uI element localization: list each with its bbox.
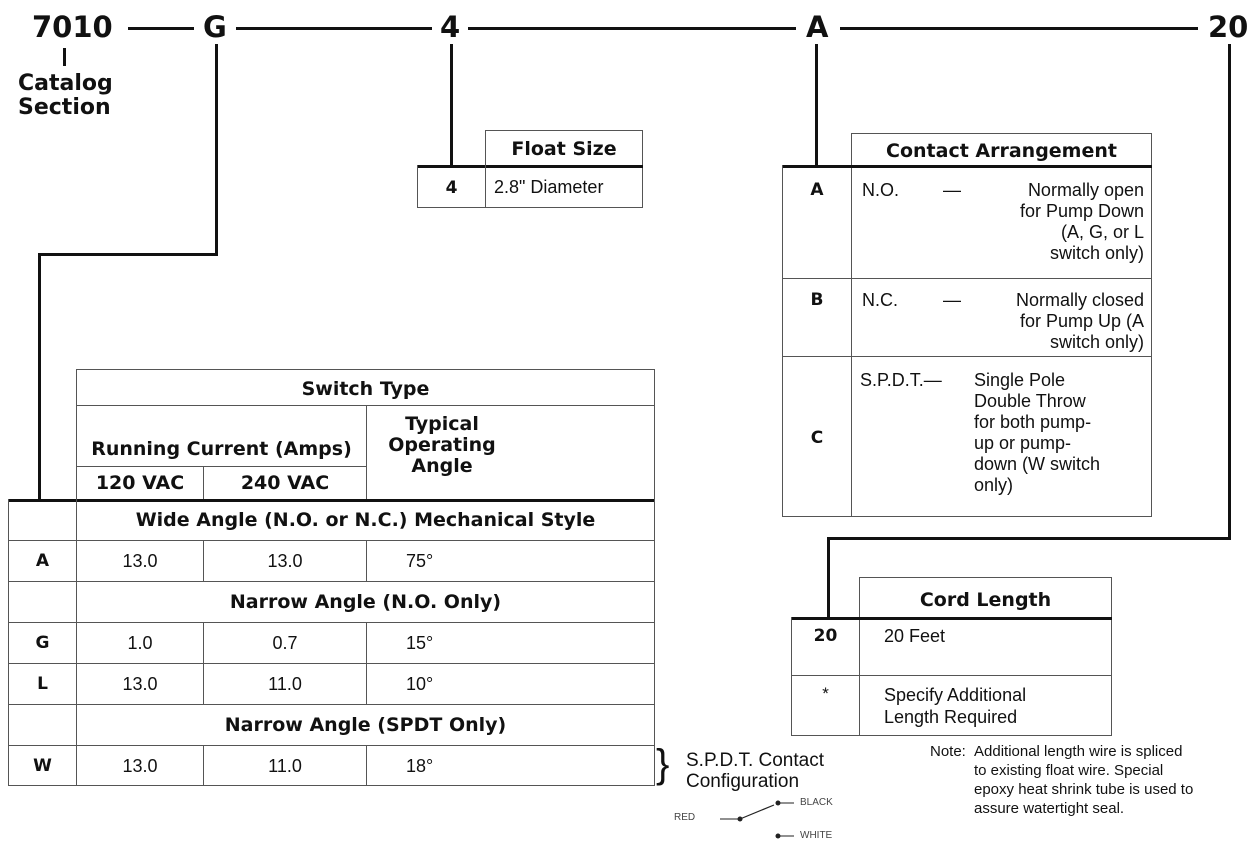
- switch-type-header: Switch Type: [301, 378, 430, 400]
- contact-abbr-b: N.C.: [862, 290, 898, 310]
- contact-abbr-c: S.P.D.T.—: [860, 370, 942, 390]
- cord-code-20: 20: [813, 626, 838, 646]
- leader-float: [450, 44, 453, 166]
- connector-line: [468, 27, 796, 30]
- code-contact: A: [806, 10, 829, 44]
- switch-code: G: [35, 633, 50, 653]
- leader-switch: [215, 44, 218, 256]
- value-240vac: 11.0: [268, 674, 302, 694]
- cord-length-header: Cord Length: [919, 589, 1052, 611]
- value-240vac: 0.7: [272, 633, 298, 653]
- connector-line: [128, 27, 194, 30]
- contact-code-b: B: [810, 290, 824, 310]
- code-float: 4: [440, 10, 461, 44]
- group-title-narrow-spdt: Narrow Angle (SPDT Only): [224, 714, 507, 736]
- contact-arrangement-header: Contact Arrangement: [886, 140, 1117, 162]
- leader-contact: [815, 44, 818, 168]
- float-size-code: 4: [445, 178, 458, 198]
- leader-cord: [827, 537, 1231, 540]
- contact-desc-b: Normally closed for Pump Up (A switch on…: [1015, 290, 1144, 352]
- value-120vac: 13.0: [122, 551, 158, 571]
- leader-cord: [827, 537, 830, 619]
- value-120vac: 1.0: [127, 633, 153, 653]
- contact-desc-c: Single Pole Double Throw for both pump- …: [974, 370, 1101, 495]
- wire-black-label: BLACK: [800, 797, 833, 808]
- code-catalog: 7010: [32, 10, 113, 44]
- catalog-section-label: Catalog Section: [18, 71, 113, 120]
- contact-dash-b: —: [943, 290, 961, 310]
- value-angle: 10°: [406, 674, 434, 694]
- wire-white-label: WHITE: [800, 830, 833, 841]
- cord-desc-specify: Specify Additional Length Required: [884, 685, 1027, 727]
- float-size-desc: 2.8" Diameter: [494, 177, 604, 197]
- contact-code-a: A: [810, 180, 824, 200]
- connector-line: [840, 27, 1198, 30]
- cord-desc-20: 20 Feet: [884, 626, 946, 646]
- spdt-label: S.P.D.T. Contact Configuration: [686, 750, 824, 792]
- spdt-brace: }: [656, 742, 670, 786]
- contact-code-c: C: [810, 428, 824, 448]
- value-angle: 18°: [406, 756, 434, 776]
- cord-code-star: *: [822, 684, 829, 703]
- value-angle: 75°: [406, 551, 434, 571]
- group-title-wide: Wide Angle (N.O. or N.C.) Mechanical Sty…: [135, 509, 596, 531]
- contact-dash-a: —: [943, 180, 961, 200]
- code-cord: 20: [1208, 10, 1249, 44]
- catalog-tick: [63, 48, 66, 66]
- col-240vac-header: 240 VAC: [240, 472, 330, 494]
- value-240vac: 11.0: [268, 756, 302, 776]
- group-title-narrow-no: Narrow Angle (N.O. Only): [229, 591, 502, 613]
- float-size-header: Float Size: [511, 138, 617, 160]
- operating-angle-header: Typical Operating Angle: [388, 413, 496, 477]
- contact-desc-a: Normally open for Pump Down (A, G, or L …: [1019, 180, 1144, 263]
- spdt-wiring-diagram: [720, 800, 794, 839]
- value-120vac: 13.0: [122, 674, 158, 694]
- switch-code: W: [33, 756, 52, 776]
- value-angle: 15°: [406, 633, 434, 653]
- wire-red-label: RED: [674, 812, 696, 823]
- code-switch: G: [203, 10, 227, 44]
- note-text: Additional length wire is spliced to exi…: [974, 743, 1194, 817]
- connector-line: [236, 27, 432, 30]
- leader-switch: [38, 253, 41, 500]
- switch-code: A: [35, 551, 50, 571]
- leader-cord: [1228, 44, 1231, 540]
- value-120vac: 13.0: [122, 756, 158, 776]
- value-240vac: 13.0: [267, 551, 303, 571]
- note-prefix: Note:: [930, 743, 966, 760]
- col-120vac-header: 120 VAC: [95, 472, 185, 494]
- switch-code: L: [37, 674, 48, 694]
- leader-switch: [38, 253, 218, 256]
- running-current-header: Running Current (Amps): [91, 438, 352, 460]
- contact-abbr-a: N.O.: [862, 180, 900, 200]
